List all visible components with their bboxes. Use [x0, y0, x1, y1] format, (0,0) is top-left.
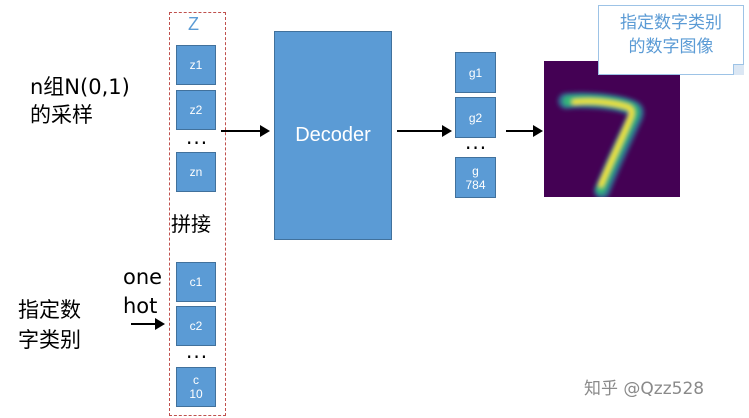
decoder-label: Decoder	[295, 124, 371, 146]
c2-label: c2	[189, 319, 203, 333]
zn-box: zn	[176, 152, 216, 192]
g2-box: g2	[455, 97, 496, 138]
output-to-image-arrow-line	[506, 130, 534, 132]
digit-stroke-core	[571, 98, 634, 188]
z2-label: z2	[189, 103, 203, 117]
g-ellipsis: ···	[465, 136, 488, 160]
watermark: 知乎 @Qzz528	[584, 379, 705, 399]
c10-label-line2: 10	[189, 387, 203, 401]
c1-box: c1	[176, 262, 216, 302]
c10-box: c 10	[176, 367, 216, 407]
g784-label-line2: 784	[465, 177, 486, 192]
c2-box: c2	[176, 306, 216, 346]
generated-digit-image	[544, 61, 680, 197]
callout-line1: 指定数字类别	[620, 13, 722, 33]
result-callout: 指定数字类别 的数字图像	[598, 5, 744, 75]
sampling-label-line2: 的采样	[30, 103, 93, 127]
sampling-label-line1: n组N(0,1)	[30, 75, 130, 99]
callout-line2: 的数字图像	[628, 37, 714, 57]
input-dashed-frame	[169, 12, 226, 416]
g2-label: g2	[468, 110, 483, 125]
z2-box: z2	[176, 90, 216, 130]
g1-label: g1	[468, 65, 483, 80]
zn-label: zn	[189, 165, 203, 179]
c10-label-line1: c	[193, 373, 199, 387]
onehot-label-line2: hot	[123, 294, 158, 318]
input-to-decoder-arrow-line	[221, 130, 261, 132]
onehot-arrow-line	[131, 323, 157, 325]
concat-label: 拼接	[171, 212, 211, 236]
onehot-arrow-head	[155, 318, 165, 330]
output-to-image-arrow-head	[533, 125, 543, 137]
z-ellipsis: ···	[186, 131, 209, 155]
g1-box: g1	[455, 52, 496, 93]
z-header: Z	[188, 14, 199, 34]
decoder-to-output-arrow-head	[442, 125, 452, 137]
z1-label: z1	[189, 58, 203, 72]
g784-label-line1: g	[472, 163, 479, 178]
decoder-block: Decoder	[274, 31, 392, 240]
callout-fold-corner	[733, 64, 744, 75]
c1-label: c1	[189, 275, 203, 289]
input-to-decoder-arrow-head	[260, 125, 270, 137]
g784-box: g 784	[455, 157, 496, 198]
digit-label-line1: 指定数	[18, 298, 81, 322]
c-ellipsis: ···	[186, 345, 209, 369]
digit-label-line2: 字类别	[18, 328, 81, 352]
z1-box: z1	[176, 45, 216, 85]
onehot-label-line1: one	[123, 265, 163, 289]
decoder-to-output-arrow-line	[397, 130, 443, 132]
